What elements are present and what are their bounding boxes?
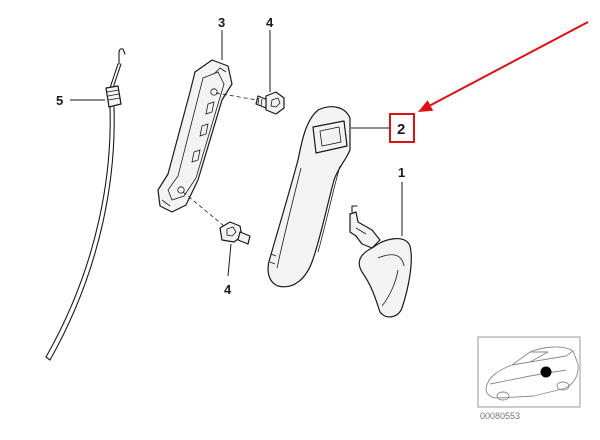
leader-4-bottom [227,243,232,277]
car-location-icon [485,346,579,401]
callout-4-bottom: 4 [224,282,232,297]
callout-1: 1 [398,165,405,180]
callout-3: 3 [218,15,225,30]
arrow-icon [418,21,589,112]
reference-number: 00080553 [480,411,520,421]
callout-5: 5 [56,93,63,108]
door-handle-part [267,106,351,288]
end-cap-part [349,205,412,318]
callout-4-top: 4 [266,15,274,30]
highlight-box [389,113,415,143]
bolt-top [215,91,285,115]
bracket-part [157,59,233,213]
bolt-bottom [182,191,251,245]
cable-part [45,48,126,361]
callout-2: 2 [397,121,405,138]
car-location-thumbnail: 00080553 [477,336,581,421]
location-marker-dot [540,366,552,378]
